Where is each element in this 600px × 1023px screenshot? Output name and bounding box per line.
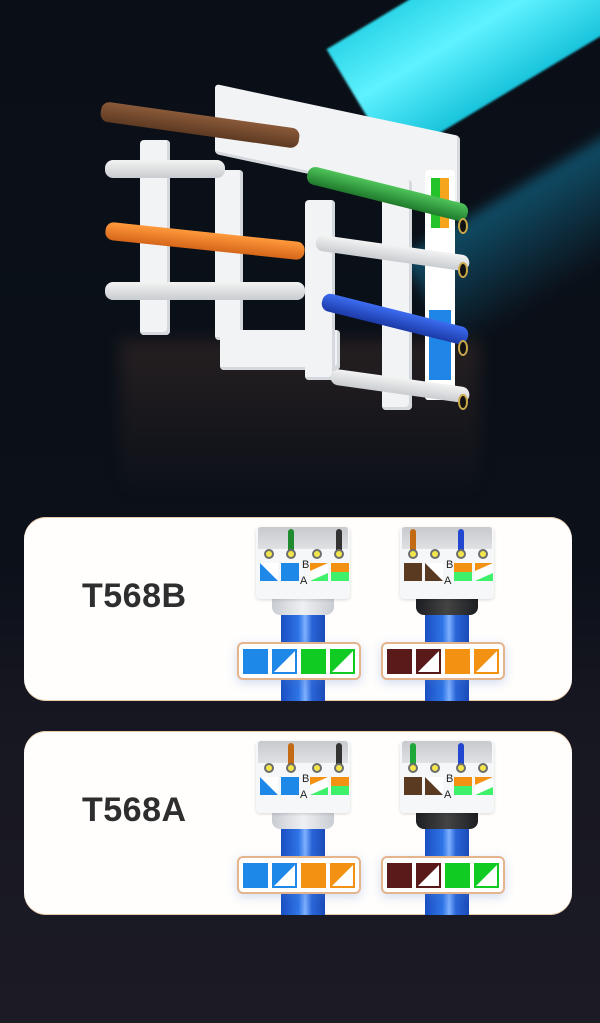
pin-contact <box>264 763 274 773</box>
pair-label-b: B <box>446 773 454 785</box>
pin-contact <box>408 763 418 773</box>
color-legend-right <box>381 856 505 894</box>
color-code-orange <box>331 563 349 581</box>
pair-label-a: A <box>300 575 308 587</box>
jack-mid-post <box>215 170 243 340</box>
color-code-orange-white-stripe <box>475 563 493 581</box>
pin-contact <box>408 549 418 559</box>
color-code-orange <box>331 777 349 795</box>
color-code-brown-white-stripe <box>425 563 443 581</box>
pin-wire <box>458 743 464 767</box>
pair-label-b: B <box>446 559 454 571</box>
color-code-brown <box>404 777 422 795</box>
pin-wire <box>458 529 464 553</box>
legend-blue <box>243 862 268 888</box>
codes-pair-b <box>454 563 493 581</box>
jack-top <box>258 527 348 549</box>
color-code-brown <box>404 563 422 581</box>
color-code-orange-white-stripe <box>310 777 328 795</box>
color-code-blue-white-stripe <box>260 563 278 581</box>
jack-top <box>258 741 348 763</box>
legend-orange-white <box>330 862 355 888</box>
legend-brown-white <box>416 648 441 674</box>
pin-contact <box>334 549 344 559</box>
pin-contact <box>430 549 440 559</box>
pin-wire <box>288 743 294 767</box>
codes-pair-b <box>454 777 493 795</box>
legend-orange-white <box>474 648 499 674</box>
codes-pair-a <box>404 777 443 795</box>
codes-pair-b <box>310 563 349 581</box>
codes-pair-b <box>310 777 349 795</box>
color-code-orange <box>454 777 472 795</box>
codes-pair-a <box>260 563 299 581</box>
pin-contact <box>456 763 466 773</box>
jack-top <box>402 527 492 549</box>
legend-orange <box>301 862 326 888</box>
standard-label: T568A <box>82 791 187 829</box>
color-code-blue <box>281 563 299 581</box>
pair-label-b: B <box>302 773 310 785</box>
pin-contact <box>286 549 296 559</box>
pin-contact <box>312 549 322 559</box>
pin-wire <box>288 529 294 553</box>
color-code-brown-white-stripe <box>425 777 443 795</box>
color-legend-left <box>237 856 361 894</box>
color-code-orange <box>454 563 472 581</box>
wire-end-white-blue <box>458 394 468 410</box>
pin-wire <box>410 529 416 553</box>
wire-end-green <box>458 218 468 234</box>
standard-label: T568B <box>82 577 187 615</box>
codes-pair-a <box>260 777 299 795</box>
hero-image <box>0 0 600 505</box>
pair-label-a: A <box>300 789 308 801</box>
legend-brown <box>387 648 412 674</box>
color-code-blue <box>281 777 299 795</box>
color-code-orange-white-stripe <box>310 563 328 581</box>
color-legend-right <box>381 642 505 680</box>
legend-brown-white <box>416 862 441 888</box>
legend-blue-white <box>272 648 297 674</box>
color-code-orange-white-stripe <box>475 777 493 795</box>
pair-label-a: A <box>444 575 452 587</box>
pin-wire <box>410 743 416 767</box>
jack-top <box>402 741 492 763</box>
pin-contact <box>478 549 488 559</box>
wire-end-white-green <box>458 262 468 278</box>
legend-green <box>301 648 326 674</box>
pin-contact <box>334 763 344 773</box>
pin-contact <box>286 763 296 773</box>
legend-green-white <box>330 648 355 674</box>
legend-green-white <box>474 862 499 888</box>
pin-wire <box>336 743 342 767</box>
legend-blue <box>243 648 268 674</box>
wire-end-blue <box>458 340 468 356</box>
color-legend-left <box>237 642 361 680</box>
jack-right-post-b <box>382 180 412 410</box>
orange-wire <box>104 221 306 261</box>
legend-brown <box>387 862 412 888</box>
legend-blue-white <box>272 862 297 888</box>
pin-contact <box>430 763 440 773</box>
white-wire-1 <box>105 160 225 178</box>
legend-orange <box>445 648 470 674</box>
color-code-blue-white-stripe <box>260 777 278 795</box>
pin-contact <box>312 763 322 773</box>
pin-contact <box>456 549 466 559</box>
pin-wire <box>336 529 342 553</box>
pair-label-a: A <box>444 789 452 801</box>
pin-contact <box>478 763 488 773</box>
jack-right-post-a <box>305 200 335 380</box>
pin-contact <box>264 549 274 559</box>
legend-green <box>445 862 470 888</box>
white-wire-2 <box>105 282 305 300</box>
pair-label-b: B <box>302 559 310 571</box>
codes-pair-a <box>404 563 443 581</box>
